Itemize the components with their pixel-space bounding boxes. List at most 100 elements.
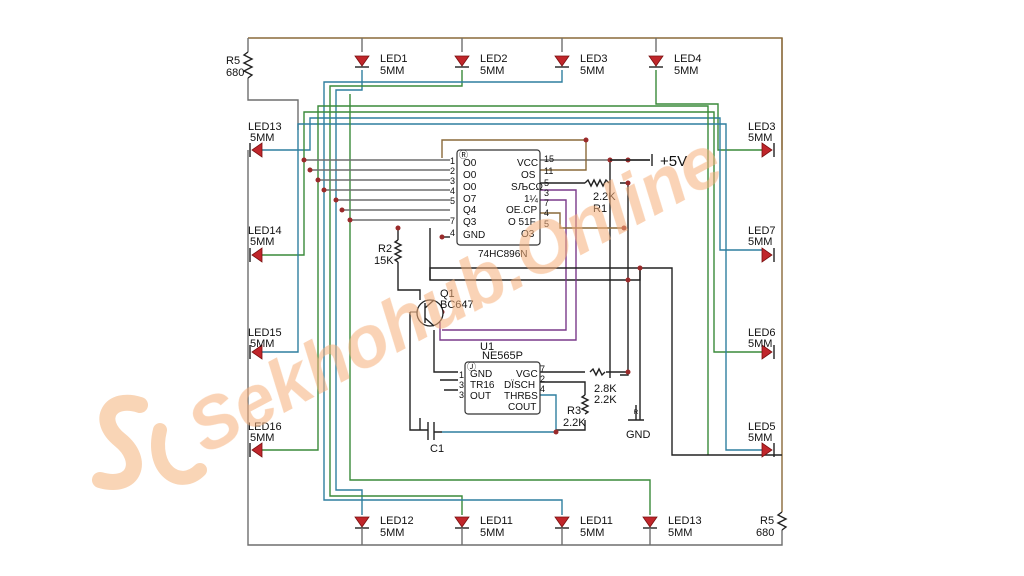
svg-text:O0: O0 <box>463 182 477 193</box>
ground-symbol: ᴿ GND <box>626 405 651 441</box>
led-size: 5MM <box>480 527 504 539</box>
led-name: LED14 <box>248 225 282 237</box>
svg-text:4: 4 <box>450 186 455 196</box>
gnd-mark: ᴿ <box>634 408 638 418</box>
svg-text:TR16: TR16 <box>470 380 495 391</box>
q1-part: BC647 <box>440 299 474 311</box>
led-size: 5MM <box>250 338 274 350</box>
led-left-15: LED15 5MM <box>248 327 282 360</box>
led-name: LED2 <box>480 53 508 65</box>
gnd-label: GND <box>626 429 651 441</box>
c1-ref: C1 <box>430 443 444 455</box>
led-name: LED15 <box>248 327 282 339</box>
timer-wires <box>397 228 628 433</box>
svg-text:1¼: 1¼ <box>524 193 539 205</box>
led-right-5: LED5 5MM <box>748 421 776 458</box>
led-name: LED5 <box>748 421 776 433</box>
svg-text:VCC: VCC <box>517 158 538 169</box>
svg-text:3: 3 <box>459 380 464 390</box>
led-top-1: LED1 5MM <box>354 53 408 77</box>
led-name: LED1 <box>380 53 408 65</box>
led-right-6: LED6 5MM <box>748 327 776 360</box>
led-size: 5MM <box>748 236 772 248</box>
svg-text:4: 4 <box>450 228 455 238</box>
q1-ref: Q1 <box>440 288 455 300</box>
led-bottom-13: LED13 5MM <box>642 515 702 545</box>
led-size: 5MM <box>748 132 772 144</box>
led-bottom-11b: LED11 5MM <box>554 515 613 545</box>
svg-text:2: 2 <box>540 374 545 384</box>
svg-text:3: 3 <box>459 390 464 400</box>
led-size: 5MM <box>250 132 274 144</box>
svg-text:4: 4 <box>540 384 545 394</box>
svg-text:Q3: Q3 <box>463 217 477 228</box>
led-size: 5MM <box>748 338 772 350</box>
svg-text:O0: O0 <box>463 170 477 181</box>
led-name: LED3 <box>748 121 776 133</box>
led-size: 5MM <box>580 527 604 539</box>
led-size: 5MM <box>580 65 604 77</box>
timer-ref: U1 <box>480 341 494 353</box>
svg-text:VGC: VGC <box>516 369 538 380</box>
svg-text:15: 15 <box>544 154 554 164</box>
svg-text:1: 1 <box>459 370 464 380</box>
svg-text:GND: GND <box>470 369 492 380</box>
capacitor-c1: C1 <box>419 418 444 455</box>
svg-text:OE.CP: OE.CP <box>506 205 537 216</box>
svg-text:7: 7 <box>544 198 549 208</box>
top-led-wires <box>323 38 762 515</box>
led-size: 5MM <box>674 65 698 77</box>
resistor-r5-bottom: R5 680 <box>756 511 788 539</box>
svg-text:2: 2 <box>450 166 455 176</box>
svg-text:SЉCΩ: SЉCΩ <box>511 182 543 193</box>
led-name: LED13 <box>248 121 282 133</box>
led-name: LED13 <box>668 515 702 527</box>
junctions <box>301 137 643 435</box>
r1-value: 2.2K <box>593 191 616 203</box>
led-size: 5MM <box>380 65 404 77</box>
resistor-r2: R2 15K <box>374 239 403 267</box>
svg-text:O3: O3 <box>521 229 535 240</box>
led-left-14: LED14 5MM <box>248 225 282 263</box>
svg-text:5: 5 <box>544 178 549 188</box>
watermark-text: Sekhohub.Online <box>175 121 735 470</box>
led-name: LED16 <box>248 421 282 433</box>
r5-top-value: 680 <box>226 67 244 79</box>
led-bottom-11a: LED11 5MM <box>454 515 513 545</box>
timer-part: NE565P <box>482 350 523 362</box>
svg-text:4: 4 <box>544 208 549 218</box>
led-right-7: LED7 5MM <box>748 225 776 263</box>
r3-name: R3 <box>567 405 581 417</box>
transistor-q1: Q1 BC647 <box>416 288 474 327</box>
r5-top-name: R5 <box>226 55 240 67</box>
svg-text:7: 7 <box>540 364 545 374</box>
svg-text:3: 3 <box>450 176 455 186</box>
led-name: LED6 <box>748 327 776 339</box>
resistor-r1: 2.2K R1 <box>584 178 616 215</box>
led-left-16: LED16 5MM <box>248 421 282 458</box>
svg-text:5: 5 <box>450 196 455 206</box>
led-name: LED7 <box>748 225 776 237</box>
led-right-3: LED3 5MM <box>748 121 776 158</box>
svg-text:THRБS: THRБS <box>504 391 538 402</box>
resistor-r3: R3 2.2K <box>563 394 590 429</box>
r5-bottom-value: 680 <box>756 527 774 539</box>
led-name: LED12 <box>380 515 414 527</box>
svg-text:O 51F: O 51F <box>508 217 536 228</box>
led-size: 5MM <box>250 236 274 248</box>
led-top-2: LED2 5MM <box>454 53 508 77</box>
led-size: 5MM <box>380 527 404 539</box>
svg-text:O7: O7 <box>463 194 477 205</box>
svg-text:OUT: OUT <box>470 391 491 402</box>
r1-name: R1 <box>593 203 607 215</box>
svg-text:7: 7 <box>450 216 455 226</box>
rt-value-b: 2.2K <box>594 394 617 406</box>
svg-text:Ⓙ: Ⓙ <box>467 362 476 372</box>
svg-text:1: 1 <box>450 156 455 166</box>
rt-value-a: 2.8K <box>594 383 617 395</box>
led-size: 5MM <box>748 432 772 444</box>
r5-bottom-name: R5 <box>760 515 774 527</box>
counter-part: 74HC896N <box>478 249 527 260</box>
frame-wires <box>247 37 783 546</box>
